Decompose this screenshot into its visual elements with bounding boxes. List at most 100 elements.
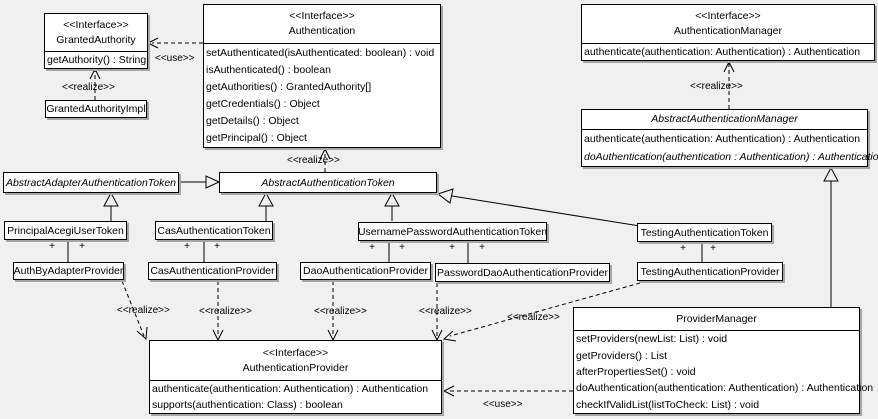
realize-label: <<realize>> [62, 82, 115, 93]
realize-label: <<realize>> [690, 81, 743, 92]
method-label: authenticate(authentication: Authenticat… [584, 133, 861, 145]
realize-label: <<realize>> [314, 306, 367, 317]
class-title: AbstractAuthenticationManager [582, 110, 867, 130]
association-plus-mark: + [369, 242, 375, 253]
class-box-username-password-authentication-token: UsernamePasswordAuthenticationToken [358, 222, 547, 241]
method-label: supports(authentication: Class) : boolea… [152, 399, 343, 411]
class-box-auth-by-adapter-provider: AuthByAdapterProvider [13, 262, 124, 280]
method-label: getCredentials() : Object [206, 98, 320, 111]
association-plus-mark: + [449, 242, 455, 253]
class-name: PasswordDaoAuthenticationProvider [436, 266, 608, 279]
class-name: TestingAuthenticationToken [640, 226, 769, 239]
class-box-provider-manager: ProviderManager setProviders(newList: Li… [573, 307, 874, 414]
class-box-dao-authentication-provider: DaoAuthenticationProvider [300, 262, 431, 280]
class-name: Authentication [288, 25, 356, 37]
generalization-arrow-testing-to-abstract-token [436, 188, 641, 227]
realize-arrow-grantedauthorityimpl [89, 67, 101, 100]
stereotype-label: <<Interface>> [695, 10, 761, 22]
class-name: ProviderManager [676, 312, 757, 325]
class-name: UsernamePasswordAuthenticationToken [357, 225, 548, 238]
method-label: getAuthority() : String [47, 54, 147, 66]
method-label: setAuthenticated(isAuthenticated: boolea… [206, 46, 435, 59]
use-label: <<use>> [483, 399, 523, 410]
association-plus-mark: + [399, 242, 405, 253]
method-label: getDetails() : Object [206, 115, 299, 128]
methods-compartment: authenticate(authentication: Authenticat… [150, 381, 441, 413]
association-plus-mark: + [710, 243, 716, 254]
stereotype-label: <<Interface>> [63, 18, 129, 31]
class-box-cas-authentication-provider: CasAuthenticationProvider [148, 262, 277, 280]
realize-arrow-abstract-token-to-authentication [319, 147, 331, 172]
generalization-arrow-cas-to-abstract-token [258, 191, 274, 221]
association-plus-mark: + [184, 241, 190, 252]
method-label: setProviders(newList: List) : void [576, 333, 728, 346]
class-title: <<Interface>> Authentication [204, 5, 440, 44]
class-name: CasAuthenticationProvider [150, 265, 275, 277]
methods-compartment: authenticate(authentication: Authenticat… [582, 44, 874, 60]
realize-arrow-abstractmanager-to-manager [723, 60, 735, 109]
class-box-authentication: <<Interface>> Authentication setAuthenti… [203, 4, 441, 148]
class-box-abstract-adapter-authentication-token: AbstractAdapterAuthenticationToken [3, 172, 179, 193]
class-title: <<Interface>> AuthenticationProvider [150, 341, 441, 381]
association-plus-mark: + [214, 241, 220, 252]
realize-label: <<realize>> [507, 312, 560, 323]
method-label: getAuthorities() : GrantedAuthority[] [206, 80, 372, 93]
class-box-granted-authority: <<Interface>> GrantedAuthority getAuthor… [44, 13, 148, 69]
class-box-testing-authentication-token: TestingAuthenticationToken [637, 223, 772, 242]
class-name: GrantedAuthority [56, 33, 136, 46]
methods-compartment: authenticate(authentication: Authenticat… [582, 130, 878, 166]
method-label: checkIfValidList(listToCheck: List) : vo… [576, 398, 760, 411]
realize-arrow-testing-provider [442, 282, 641, 342]
class-box-testing-authentication-provider: TestingAuthenticationProvider [637, 262, 783, 281]
method-label: afterPropertiesSet() : void [576, 365, 696, 378]
class-name: PrincipalAcegiUserToken [7, 224, 124, 237]
realize-label: <<realize>> [287, 155, 340, 166]
association-plus-mark: + [49, 241, 55, 252]
methods-compartment: getAuthority() : String [45, 52, 147, 68]
method-label: authenticate(authentication: Authenticat… [584, 46, 861, 58]
class-box-password-dao-authentication-provider: PasswordDaoAuthenticationProvider [435, 263, 610, 282]
realize-arrow-authbyadapter-provider [121, 280, 148, 341]
association-plus-mark: + [479, 242, 485, 253]
use-arrow-providermanager-to-authenticationprovider [442, 385, 573, 397]
class-title: <<Interface>> GrantedAuthority [45, 14, 147, 52]
abstract-method-label: doAuthentication(authentication : Authen… [584, 151, 878, 163]
method-label: authenticate(authentication: Authenticat… [152, 383, 429, 395]
method-label: getPrincipal() : Object [206, 132, 307, 145]
method-label: doAuthentication(authentication: Authent… [576, 382, 874, 395]
class-name: TestingAuthenticationProvider [640, 265, 780, 278]
class-name: GrantedAuthorityImpl [46, 103, 146, 115]
generalization-arrow-principal-to-adapter [103, 191, 119, 221]
realize-label: <<realize>> [199, 306, 252, 317]
class-box-granted-authority-impl: GrantedAuthorityImpl [45, 100, 147, 118]
methods-compartment: setAuthenticated(isAuthenticated: boolea… [204, 44, 440, 147]
generalization-arrow-adapter-to-abstract-token [178, 175, 221, 189]
method-label: getProviders() : List [576, 349, 668, 362]
class-title: ProviderManager [574, 308, 859, 331]
use-label: <<use>> [155, 53, 195, 64]
class-box-abstract-authentication-manager: AbstractAuthenticationManager authentica… [581, 109, 878, 167]
class-name: AbstractAuthenticationManager [651, 113, 798, 125]
realize-label: <<realize>> [117, 305, 170, 316]
class-title: <<Interface>> AuthenticationManager [582, 5, 874, 44]
stereotype-label: <<Interface>> [289, 10, 355, 22]
method-label: isAuthenticated() : boolean [206, 63, 331, 76]
class-box-cas-authentication-token: CasAuthenticationToken [155, 221, 273, 240]
class-name: AbstractAuthenticationToken [261, 176, 395, 189]
association-plus-mark: + [79, 241, 85, 252]
generalization-arrow-usernamepassword-to-abstract-token [384, 191, 400, 221]
class-box-principal-acegi-user-token: PrincipalAcegiUserToken [4, 221, 127, 240]
class-box-abstract-authentication-token: AbstractAuthenticationToken [219, 172, 437, 193]
class-name: DaoAuthenticationProvider [303, 265, 428, 277]
realize-label: <<realize>> [419, 306, 472, 317]
class-name: CasAuthenticationToken [157, 224, 271, 237]
class-name: AuthByAdapterProvider [13, 265, 124, 277]
class-name: AuthenticationProvider [242, 361, 349, 374]
association-plus-mark: + [680, 243, 686, 254]
stereotype-label: <<Interface>> [262, 346, 329, 359]
generalization-arrow-providermanager-to-abstractmanager [823, 166, 839, 307]
class-box-authentication-manager: <<Interface>> AuthenticationManager auth… [581, 4, 875, 61]
class-name: AuthenticationManager [674, 25, 782, 37]
